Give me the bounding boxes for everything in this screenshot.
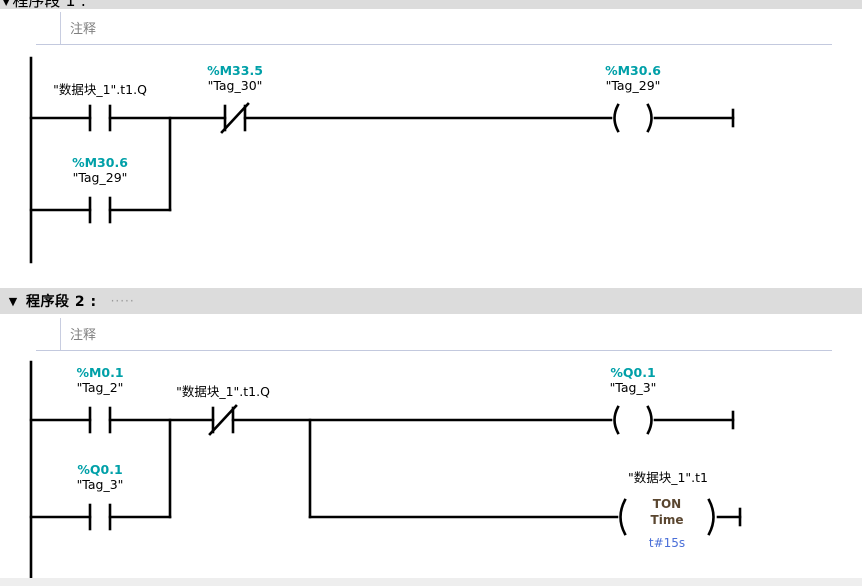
n1-contact1-label: "数据块_1".t1.Q	[20, 82, 180, 97]
n2-contact2-tag: "数据块_1".t1.Q	[176, 384, 270, 399]
n2-branch-contact-label: %Q0.1 "Tag_3"	[30, 462, 170, 492]
n2-contact2-slash	[208, 404, 238, 436]
network-1-comment-placeholder: 注释	[70, 22, 97, 37]
n1-branch-contact-label: %M30.6 "Tag_29"	[30, 155, 170, 185]
n2-timer-type: TON	[632, 497, 702, 511]
bottom-divider	[0, 578, 862, 586]
n2-coil-tag: "Tag_3"	[609, 380, 657, 395]
n1-coil-address: %M30.6	[605, 63, 661, 78]
n1-contact2-label: %M33.5 "Tag_30"	[165, 63, 305, 93]
n2-contact1-tag: "Tag_2"	[76, 380, 124, 395]
network-1-comment-box[interactable]: 注释	[60, 12, 832, 44]
n2-branch-contact-tag: "Tag_3"	[76, 477, 124, 492]
n2-timer-basis-text: Time	[650, 513, 684, 527]
n2-timer-type-text: TON	[652, 497, 682, 511]
network-2-title-dots: ·····	[110, 294, 135, 308]
n2-timer-basis: Time	[632, 513, 702, 527]
network-1-header[interactable]: ▼ 程序段 1 : ·····	[0, 0, 862, 9]
network-2-comment-underline	[36, 350, 832, 351]
n1-branch-contact-tag: "Tag_29"	[72, 170, 128, 185]
n2-timer-preset[interactable]: t#15s	[632, 536, 702, 550]
network-2-collapse-icon[interactable]: ▼	[8, 294, 18, 308]
n2-contact2-label: "数据块_1".t1.Q	[143, 384, 303, 399]
n2-coil-left-paren	[613, 405, 620, 435]
n2-coil-label: %Q0.1 "Tag_3"	[563, 365, 703, 395]
network-1-collapse-icon[interactable]: ▼	[0, 0, 12, 8]
n2-timer-right-paren	[707, 498, 715, 536]
n1-coil-tag: "Tag_29"	[605, 78, 661, 93]
network-2-comment-placeholder: 注释	[70, 328, 97, 343]
n2-coil-address: %Q0.1	[610, 365, 656, 380]
n2-coil-right-paren	[646, 405, 653, 435]
n2-branch-contact-address: %Q0.1	[77, 462, 123, 477]
n1-branch-contact-address: %M30.6	[72, 155, 128, 170]
network-1-title-dots: ·····	[86, 0, 111, 8]
n2-timer-left-paren	[619, 498, 627, 536]
n1-contact2-slash	[220, 102, 250, 134]
n1-coil-left-paren	[613, 103, 620, 133]
n1-contact1-tag: "数据块_1".t1.Q	[53, 82, 147, 97]
n1-contact2-address: %M33.5	[207, 63, 263, 78]
network-2-header[interactable]: ▼ 程序段 2 : ·····	[0, 288, 862, 314]
n2-timer-tag: "数据块_1".t1	[627, 470, 709, 485]
network-1-comment-underline	[36, 44, 832, 45]
n1-coil-right-paren	[646, 103, 653, 133]
n2-timer-label: "数据块_1".t1	[588, 470, 748, 485]
n2-contact1-address: %M0.1	[76, 365, 124, 380]
n1-coil-label: %M30.6 "Tag_29"	[563, 63, 703, 93]
n1-contact2-tag: "Tag_30"	[207, 78, 263, 93]
n2-timer-preset-text: t#15s	[648, 536, 686, 550]
network-1-title: 程序段 1 :	[12, 0, 86, 9]
network-2-comment-box[interactable]: 注释	[60, 318, 832, 350]
n2-contact1-label: %M0.1 "Tag_2"	[30, 365, 170, 395]
network-2-title: 程序段 2 :	[26, 294, 97, 310]
